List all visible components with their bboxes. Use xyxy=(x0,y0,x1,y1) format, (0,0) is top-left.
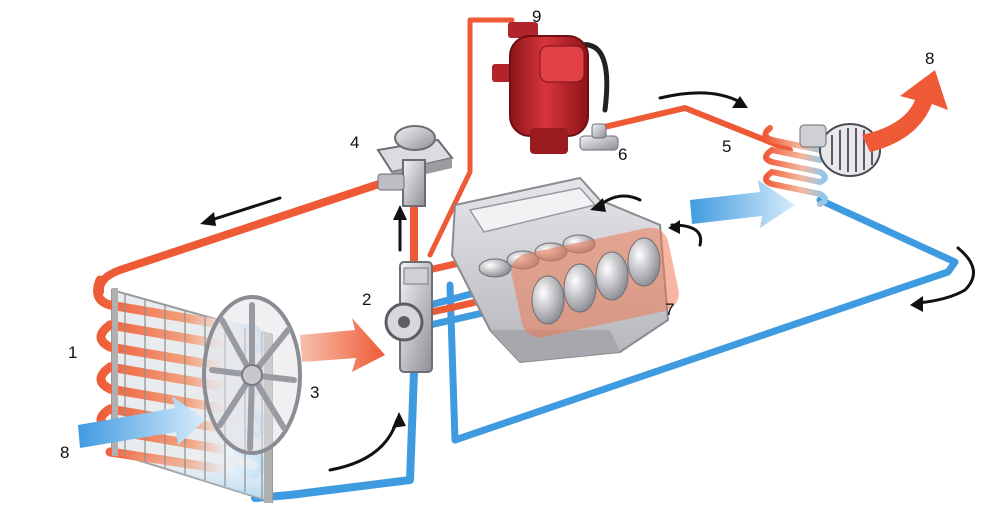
water-pump xyxy=(384,261,433,373)
flow-arrow-pump-inlet xyxy=(328,418,399,472)
hot-pipe-thermostat-to-radiator xyxy=(95,178,389,296)
cold-air-arrow-left xyxy=(78,396,205,448)
label-tee-connector: 6 xyxy=(618,145,627,164)
hot-air-arrow-heater xyxy=(862,70,948,152)
hot-air-arrow-fan xyxy=(300,318,385,372)
label-pump: 2 xyxy=(362,290,371,309)
flow-arrow-right-return xyxy=(916,246,975,305)
hot-pipe-to-heater-core xyxy=(597,105,793,153)
label-thermostat: 4 xyxy=(350,133,359,152)
label-electric-heater: 9 xyxy=(532,7,541,26)
label-heater-core: 5 xyxy=(722,137,731,156)
front-cylinder-bank xyxy=(511,227,679,338)
cooling-fan xyxy=(202,295,302,455)
label-airflow-right: 8 xyxy=(925,49,934,68)
cold-air-arrow-heater xyxy=(690,180,795,228)
label-airflow-left: 8 xyxy=(60,443,69,462)
airflow-arrows xyxy=(78,70,948,448)
electric-heater xyxy=(492,22,610,154)
flow-arrow-radiator-top xyxy=(203,196,282,224)
heater-core-coil xyxy=(762,125,828,207)
flow-arrow-heater-line xyxy=(658,91,742,104)
hot-pipe-to-heater xyxy=(427,17,515,258)
flow-direction-arrows xyxy=(200,91,975,472)
component-labels: 1 2 3 4 5 6 7 8 8 9 xyxy=(60,7,934,462)
thermostat xyxy=(376,125,454,207)
label-radiator: 1 xyxy=(68,343,77,362)
tee-connector xyxy=(579,123,619,151)
engine-block xyxy=(450,176,679,364)
cold-pipe-heater-return xyxy=(446,196,959,444)
label-engine: 7 xyxy=(665,300,674,319)
label-fan: 3 xyxy=(310,383,319,402)
